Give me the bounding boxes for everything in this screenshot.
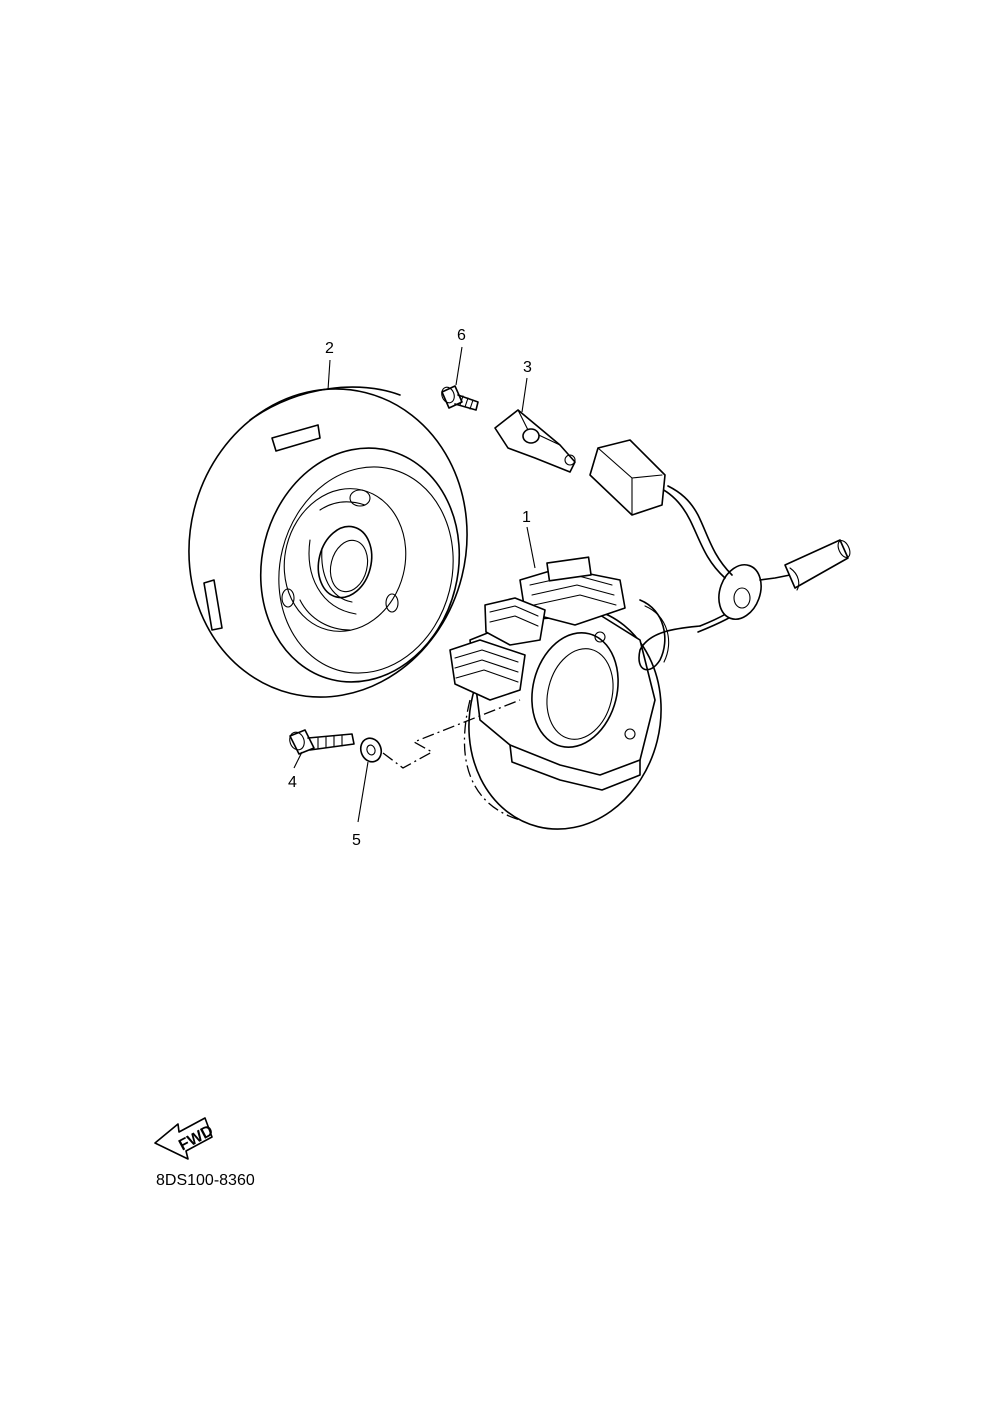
wire-harness	[589, 439, 851, 633]
rotor-part	[188, 386, 468, 698]
fwd-arrow-icon: FWD	[154, 1117, 216, 1160]
assembly-line	[382, 699, 521, 769]
washer-part	[359, 737, 383, 763]
callout-4: 4	[288, 774, 297, 791]
callout-3: 3	[523, 359, 532, 376]
callout-5: 5	[352, 832, 361, 849]
stator-assembly-part	[449, 556, 701, 830]
pickup-screw-part	[441, 385, 479, 411]
callout-1: 1	[522, 509, 531, 526]
callout-2: 2	[325, 340, 334, 357]
leader-lines	[293, 346, 536, 823]
callout-6: 6	[457, 327, 466, 344]
figure-code: 8DS100-8360	[156, 1172, 255, 1189]
pickup-coil-part	[494, 409, 576, 473]
bolt-part	[289, 729, 355, 755]
